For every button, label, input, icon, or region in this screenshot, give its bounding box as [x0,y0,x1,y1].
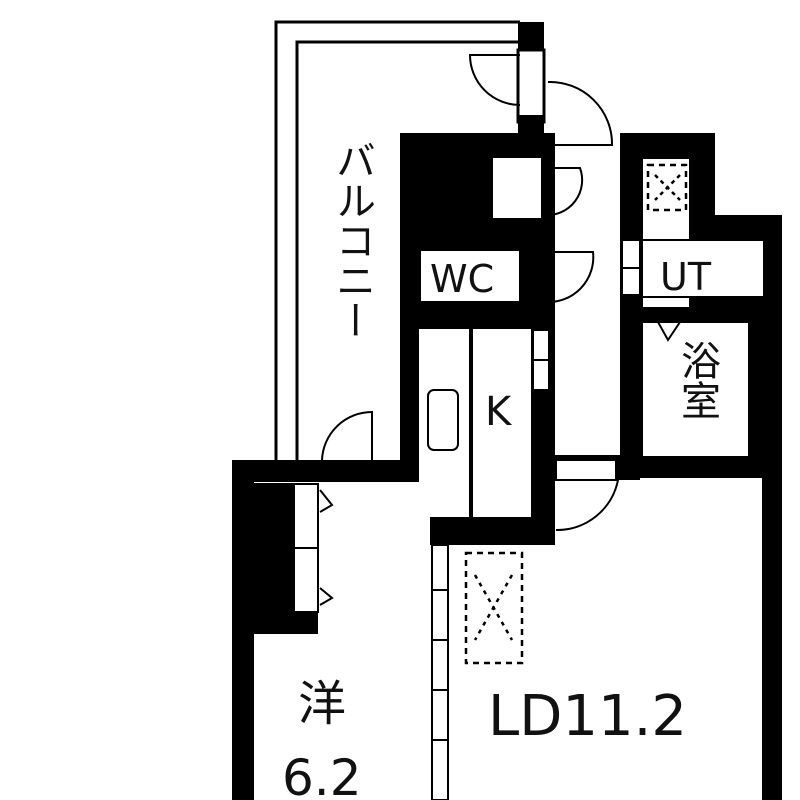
door-swings [321,54,682,532]
closet [253,483,334,613]
sliding-door [431,544,449,800]
balcony-label: バルコニー [329,140,375,340]
ut-label: UT [660,255,712,299]
western-room-label: 洋 [298,676,346,732]
bath-label: 浴室 [674,340,720,420]
western-room-size: 6.2 [282,749,362,800]
living-dining-label: LD11.2 [488,684,687,749]
appliance-spaces [464,163,688,665]
entrance-wall [516,48,546,124]
balcony-post [518,22,544,52]
wc-label: WC [430,257,494,301]
kitchen-label: K [485,389,513,435]
balcony-outline [274,20,520,460]
wall-cutouts [254,135,765,800]
